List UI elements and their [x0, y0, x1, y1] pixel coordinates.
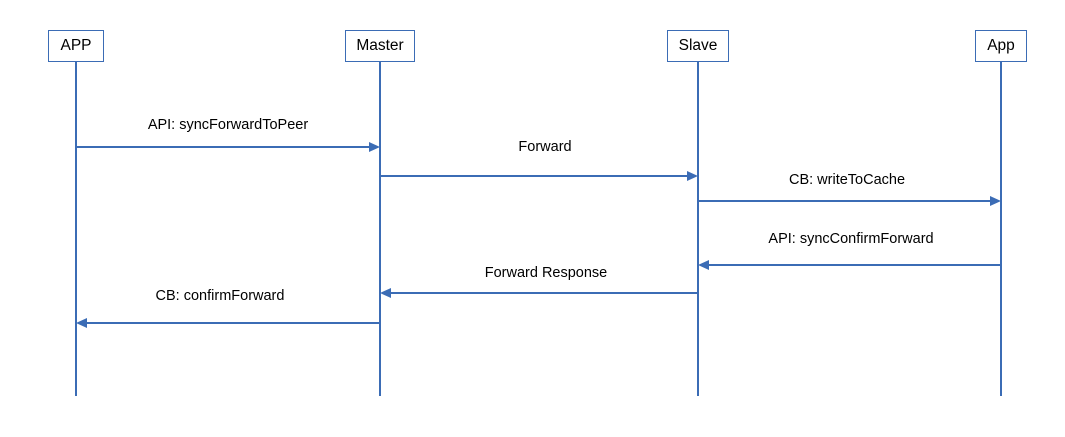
- arrowhead-cb-write-to-cache: [990, 195, 1001, 206]
- message-line-cb-write-to-cache[interactable]: [698, 200, 990, 202]
- lifeline-slave: [697, 62, 699, 396]
- lifeline-master: [379, 62, 381, 396]
- actor-box-slave[interactable]: Slave: [667, 30, 729, 62]
- message-line-forward[interactable]: [380, 175, 687, 177]
- arrowhead-api-sync-forward-to-peer: [369, 141, 380, 152]
- actor-box-master[interactable]: Master: [345, 30, 415, 62]
- actor-box-app-left[interactable]: APP: [48, 30, 104, 62]
- lifeline-app-left: [75, 62, 77, 396]
- message-line-forward-response[interactable]: [391, 292, 698, 294]
- message-label-cb-confirm-forward: CB: confirmForward: [155, 288, 285, 304]
- arrowhead-forward-response: [380, 287, 391, 298]
- actor-label-app-right: App: [987, 37, 1015, 55]
- message-label-api-sync-confirm-forward: API: syncConfirmForward: [768, 231, 934, 247]
- message-label-forward: Forward: [518, 139, 572, 155]
- arrowhead-api-sync-confirm-forward: [698, 259, 709, 270]
- lifeline-app-right: [1000, 62, 1002, 396]
- message-label-cb-write-to-cache: CB: writeToCache: [788, 172, 906, 188]
- actor-label-slave: Slave: [678, 37, 718, 55]
- actor-label-master: Master: [356, 37, 404, 55]
- message-line-api-sync-confirm-forward[interactable]: [709, 264, 1001, 266]
- arrowhead-forward: [687, 170, 698, 181]
- message-line-api-sync-forward-to-peer[interactable]: [76, 146, 369, 148]
- actor-label-app-left: APP: [60, 37, 92, 55]
- message-label-forward-response: Forward Response: [484, 265, 608, 281]
- message-label-api-sync-forward-to-peer: API: syncForwardToPeer: [147, 117, 309, 133]
- message-line-cb-confirm-forward[interactable]: [87, 322, 380, 324]
- arrowhead-cb-confirm-forward: [76, 317, 87, 328]
- actor-box-app-right[interactable]: App: [975, 30, 1027, 62]
